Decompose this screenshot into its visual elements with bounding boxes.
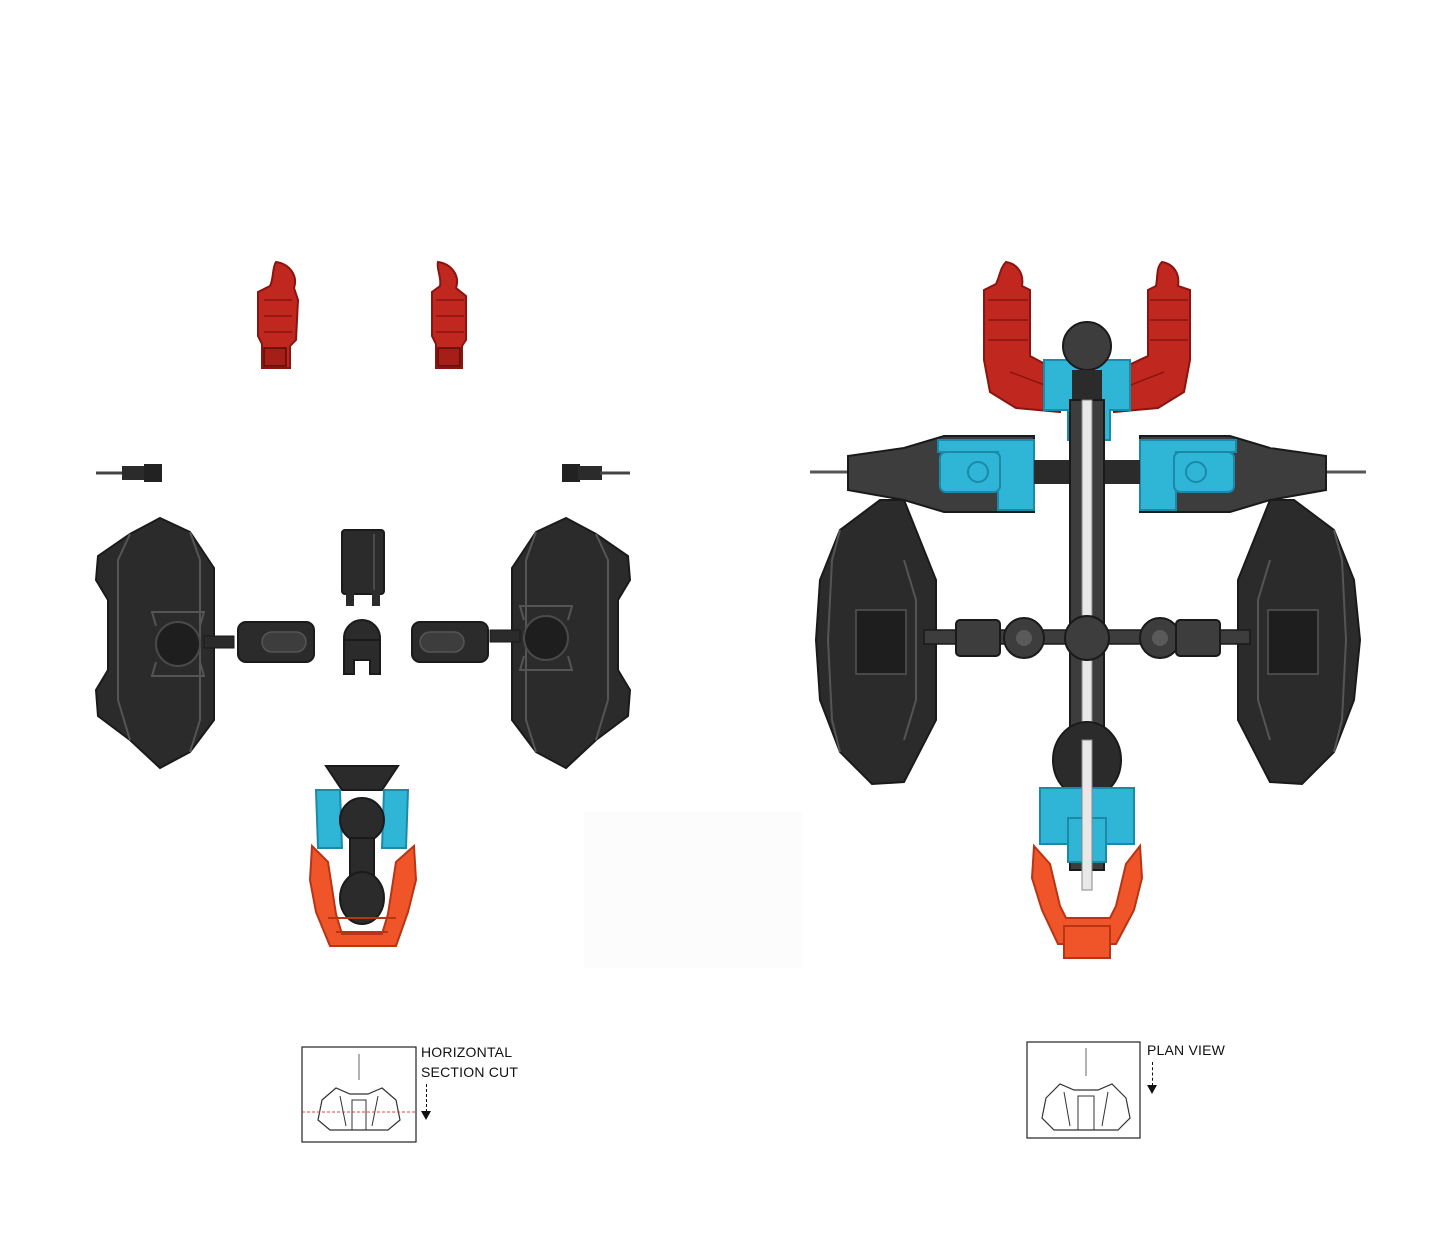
upper-crossbar [847,435,1327,513]
thumbnail-section-cut-sketch [301,1046,417,1143]
down-arrow-icon [1147,1062,1157,1094]
assembled-plan [810,260,1366,959]
tail-assembly [308,765,418,947]
center-block [341,529,385,606]
red-claw-right [431,260,467,369]
wing-panel-right [489,516,632,770]
pin-right [562,464,630,482]
red-arm-left [983,260,1061,414]
wing-panel-left [94,516,235,770]
wing-panel-left-assembled [814,499,937,786]
plan-view-label: PLAN VIEW [1147,1042,1226,1058]
wing-panel-right-assembled [1237,499,1362,786]
exploded-parts [94,260,632,947]
section-cut-label-line2: SECTION CUT [421,1064,519,1080]
connector-right [411,621,489,663]
red-arm-right [1113,260,1191,414]
center-joint [343,619,381,675]
connector-left [237,621,315,663]
section-cut-label-line1: HORIZONTAL [421,1044,513,1060]
thumbnail-plan-sketch [1026,1041,1141,1139]
red-claw-left [257,260,300,369]
down-arrow-icon [421,1084,431,1120]
pin-left [96,464,162,482]
blank-area [584,812,802,968]
mid-crossbar [923,615,1251,661]
tail-assembled [1030,721,1144,959]
